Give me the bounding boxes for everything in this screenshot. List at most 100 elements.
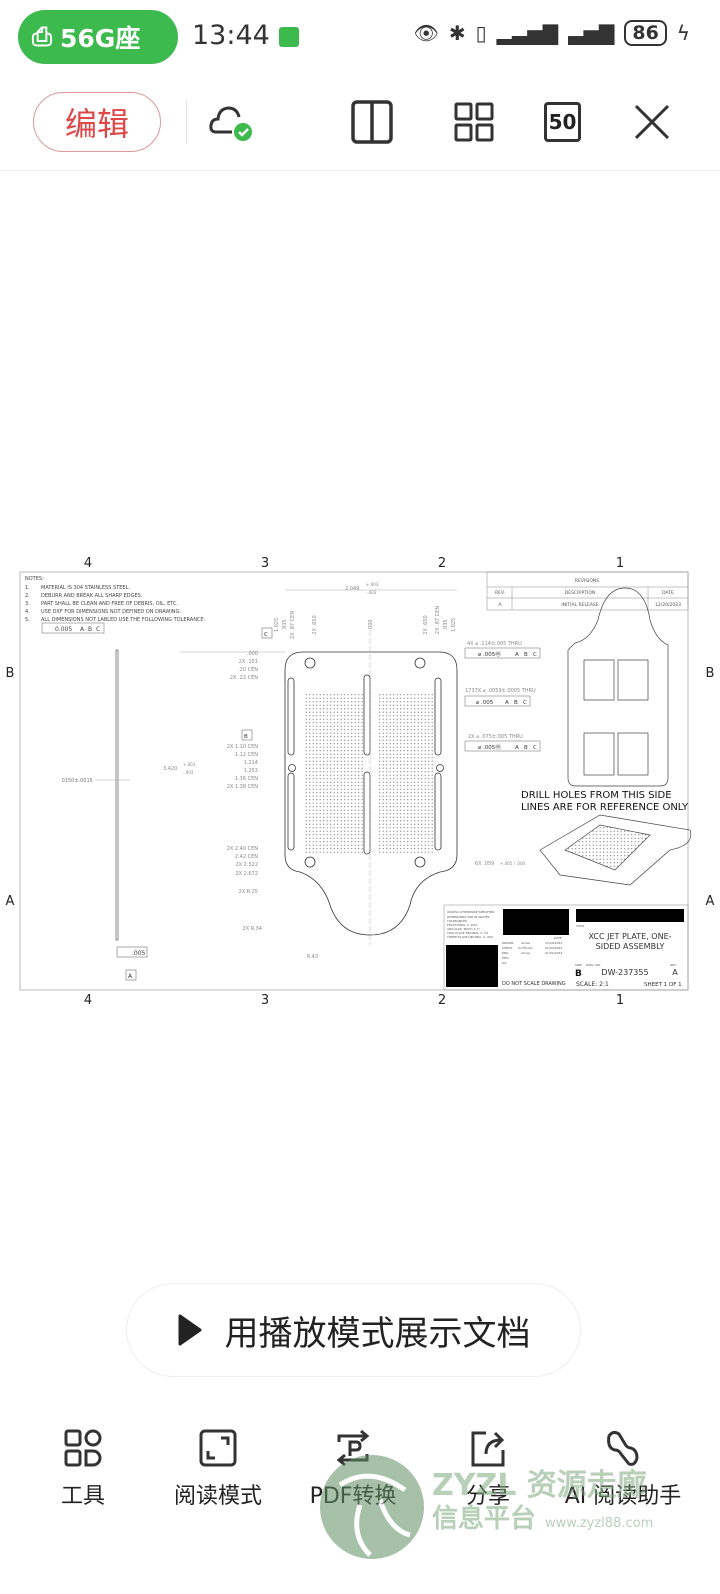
svg-text:B: B <box>524 652 528 658</box>
svg-text:SHEET 1 OF 1: SHEET 1 OF 1 <box>644 982 682 988</box>
svg-text:B: B <box>514 700 518 706</box>
svg-text:REV: REV <box>670 963 677 967</box>
svg-text:DRILL HOLES FROM THIS SIDE: DRILL HOLES FROM THIS SIDE <box>521 790 672 801</box>
svg-text:2X R.34: 2X R.34 <box>243 926 262 932</box>
drawing-border <box>19 571 689 991</box>
title-block: UNLESS OTHERWISE SPECIFIED: DIMENSIONS A… <box>443 904 689 991</box>
column-label: 2 <box>438 993 446 1008</box>
svg-text:⌀ .005Ⓜ: ⌀ .005Ⓜ <box>478 743 501 751</box>
reading-mode-label: 阅读模式 <box>173 1484 262 1509</box>
reading-mode-button[interactable]: 阅读模式 <box>153 1428 283 1510</box>
plate-front-view <box>180 589 458 945</box>
svg-text:6X .059: 6X .059 <box>475 861 494 867</box>
svg-text:C: C <box>264 632 268 638</box>
svg-text:NOTES:: NOTES: <box>25 576 44 582</box>
svg-text:A: A <box>515 652 519 658</box>
edit-button[interactable]: 编辑 <box>33 92 161 152</box>
svg-text:2X .650: 2X .650 <box>312 615 318 634</box>
svg-text:ALL DIMENSIONS NOT LABLED USE: ALL DIMENSIONS NOT LABLED USE THE FOLLOW… <box>41 617 206 623</box>
reading-mode-icon <box>199 1429 237 1467</box>
dimensions: 2.049 +.003 -.003 3.420 +.003 -.003 1.02… <box>163 582 541 960</box>
network-label: 56G座 <box>60 24 141 53</box>
play-mode-button[interactable]: 用播放模式展示文档 <box>126 1283 581 1377</box>
svg-text:USE DXF FOR DIMENSIONS NOT DEF: USE DXF FOR DIMENSIONS NOT DEFINED ON DR… <box>41 609 181 615</box>
svg-text:A: A <box>672 968 678 977</box>
engineering-drawing[interactable]: 4 3 2 1 4 3 2 1 B B A A NOTES: 1.MATERIA… <box>0 550 720 1012</box>
pdf-convert-button[interactable]: PDF转换 <box>288 1428 418 1510</box>
column-label: 4 <box>84 993 92 1008</box>
svg-text:THREE PLACE DECIMAL ± .005: THREE PLACE DECIMAL ± .005 <box>446 935 493 939</box>
svg-text:3.: 3. <box>25 601 30 607</box>
svg-text:2X 1.10 CEN: 2X 1.10 CEN <box>227 744 259 750</box>
column-label: 4 <box>84 556 92 571</box>
svg-text:12/20/2023: 12/20/2023 <box>655 602 681 608</box>
svg-text:⌀ .005Ⓜ: ⌀ .005Ⓜ <box>478 650 501 658</box>
svg-text:2.049: 2.049 <box>345 586 359 592</box>
svg-text:+.003: +.003 <box>366 582 379 587</box>
svg-text:DESCRIPTION: DESCRIPTION <box>565 590 595 596</box>
svg-text:www.zyzl88.com: www.zyzl88.com <box>545 1516 653 1531</box>
svg-text:2X .650: 2X .650 <box>423 615 429 634</box>
signal-icon: ▂▃▅▇ <box>496 21 559 45</box>
svg-text:INITIAL RELEASE: INITIAL RELEASE <box>561 602 598 608</box>
svg-text:1.025: 1.025 <box>451 618 457 632</box>
svg-text:4X ⌀ .114±.005 THRU: 4X ⌀ .114±.005 THRU <box>467 641 522 647</box>
svg-text:.935: .935 <box>282 619 288 630</box>
ai-reading-assistant-button[interactable]: AI 阅读助手 <box>558 1428 688 1510</box>
svg-text:1.253: 1.253 <box>244 768 258 774</box>
svg-text:1.12 CEN: 1.12 CEN <box>235 752 258 758</box>
column-label: 1 <box>616 556 624 571</box>
svg-text:2X ⌀ .075±.005 THRU: 2X ⌀ .075±.005 THRU <box>468 734 523 740</box>
svg-text:.0150±.0015: .0150±.0015 <box>60 778 93 784</box>
ai-assistant-icon <box>607 1430 639 1466</box>
share-button[interactable]: 分享 <box>423 1428 553 1510</box>
network-status-pill[interactable]: ⎙ 56G座 <box>18 10 178 64</box>
play-icon <box>178 1314 201 1346</box>
row-label: B <box>706 666 715 681</box>
grid-view-icon[interactable] <box>450 98 498 146</box>
svg-text:B: B <box>88 626 92 633</box>
svg-text:.000: .000 <box>247 651 258 657</box>
svg-text:A: A <box>80 626 85 633</box>
svg-text:DEBURR AND BREAK ALL SHARP EDG: DEBURR AND BREAK ALL SHARP EDGES. <box>41 593 143 599</box>
svg-text:TWO PLACE DECIMAL ± .01: TWO PLACE DECIMAL ± .01 <box>446 931 488 935</box>
column-label: 2 <box>438 556 446 571</box>
svg-text:AuxFinder: AuxFinder <box>518 946 534 950</box>
svg-text:2X 2.40 CEN: 2X 2.40 CEN <box>227 846 259 852</box>
redacted-block <box>503 909 569 935</box>
share-label: 分享 <box>465 1484 510 1509</box>
svg-text:B: B <box>575 969 582 979</box>
page-count-button[interactable]: 50 <box>544 102 581 142</box>
revisions-table: REVISIONS REV. DESCRIPTION DATE A INITIA… <box>486 571 689 611</box>
svg-text:2X 2.672: 2X 2.672 <box>235 871 258 877</box>
svg-text:-.003: -.003 <box>366 590 377 595</box>
svg-text:A: A <box>505 700 509 706</box>
svg-text:C: C <box>96 626 100 633</box>
svg-text:+.005 / .000: +.005 / .000 <box>500 861 526 866</box>
svg-text:DATE: DATE <box>554 936 562 940</box>
eye-icon: 👁 <box>413 21 439 45</box>
svg-text:01/04/2024: 01/04/2024 <box>545 946 562 950</box>
svg-text:⌀ .005: ⌀ .005 <box>476 700 494 706</box>
svg-text:UNLESS OTHERWISE SPECIFIED:: UNLESS OTHERWISE SPECIFIED: <box>447 910 495 914</box>
cloud-synced-icon[interactable] <box>206 98 254 146</box>
charging-icon: ϟ <box>676 21 690 45</box>
split-view-icon[interactable] <box>348 98 396 146</box>
svg-text:4.: 4. <box>25 609 30 615</box>
svg-text:2X .87 CEN: 2X .87 CEN <box>435 606 441 634</box>
svg-text:2X .22 CEN: 2X .22 CEN <box>230 675 258 681</box>
notes: NOTES: 1.MATERIAL IS 304 STAINLESS STEEL… <box>25 576 206 634</box>
bluetooth-icon: ✱ <box>448 21 466 45</box>
svg-text:1.: 1. <box>25 585 30 591</box>
row-label: A <box>6 894 15 909</box>
close-icon[interactable] <box>628 98 676 146</box>
toolbar-divider <box>186 100 187 144</box>
svg-text:3.420: 3.420 <box>163 766 177 772</box>
redacted-block <box>576 909 684 922</box>
redacted-block <box>446 945 498 987</box>
svg-text:ENG: ENG <box>502 951 509 955</box>
svg-text:2.: 2. <box>25 593 30 599</box>
tools-button[interactable]: 工具 <box>18 1428 148 1510</box>
svg-text:FRACTIONAL ± 1/64: FRACTIONAL ± 1/64 <box>447 923 477 927</box>
clock: 13:44 <box>192 20 270 51</box>
